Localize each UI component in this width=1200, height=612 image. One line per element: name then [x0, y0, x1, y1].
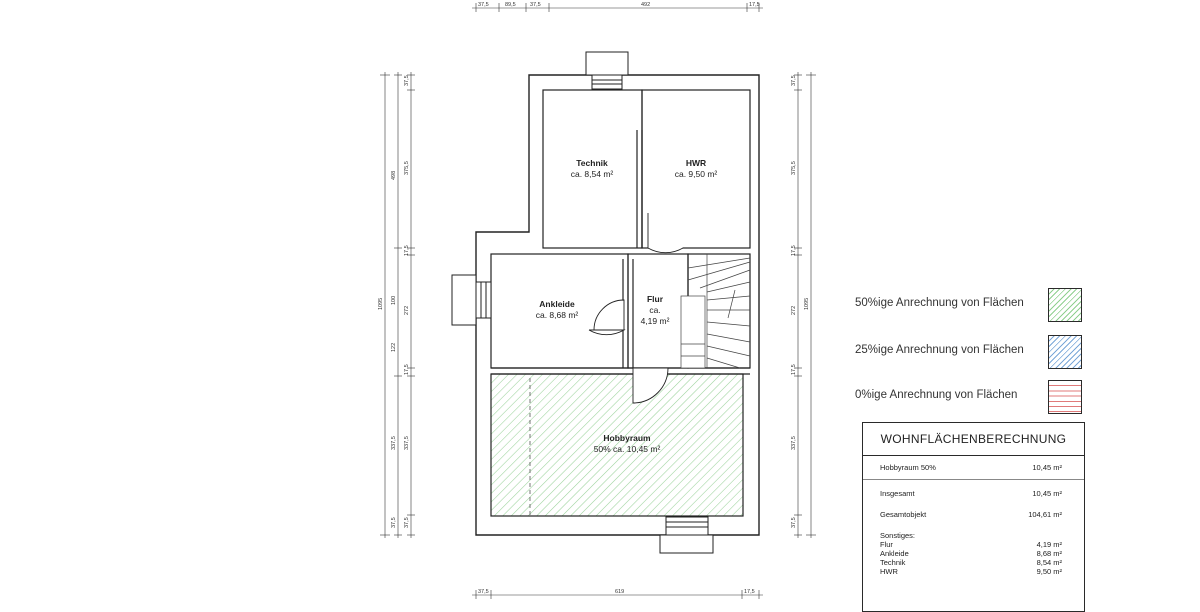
room-name-hwr: HWR: [686, 158, 706, 168]
dim-right-inner-6: 337,5: [791, 436, 797, 450]
dim-left-outer-bottom-1: 337,5: [391, 436, 397, 450]
legend-swatch-0: [1048, 380, 1082, 414]
calc-row-insgesamt: Insgesamt 10,45 m²: [880, 489, 1062, 498]
dim-right-inner-1: 37,5: [791, 75, 797, 86]
floor-plan: 37,5 89,5 37,5 492 17,5 37,5 619 17,5 10…: [378, 2, 816, 599]
calc-label-technik: Technik: [880, 558, 906, 567]
legend-item-25: 25%ige Anrechnung von Flächen: [855, 335, 1085, 369]
calc-label-hwr: HWR: [880, 567, 898, 576]
dimension-chain-top: [472, 3, 763, 12]
dim-left-inner-7: 37,5: [404, 517, 410, 528]
room-area-flur-prefix: ca.: [649, 305, 660, 315]
room-area-ankleide: ca. 8,68 m²: [536, 310, 579, 320]
dim-right-inner-3: 17,5: [791, 245, 797, 256]
calc-value-hwr: 9,50 m²: [1036, 567, 1062, 576]
room-name-flur: Flur: [647, 294, 664, 304]
staircase: [680, 254, 751, 369]
dim-left-mid-2: 122: [391, 343, 397, 352]
dim-left-upper-total: 498: [391, 171, 397, 180]
dimension-chain-left: [380, 72, 415, 538]
dim-left-inner-2: 375,5: [404, 161, 410, 175]
dim-left-outer-bottom-2: 37,5: [391, 517, 397, 528]
dim-top-3: 37,5: [530, 2, 541, 8]
dim-left-total: 1095: [378, 298, 384, 310]
calc-row-ankleide: Ankleide 8,68 m²: [880, 549, 1062, 558]
calc-label-flur: Flur: [880, 540, 893, 549]
dim-top-1: 37,5: [478, 2, 489, 8]
calc-value-technik: 8,54 m²: [1036, 558, 1062, 567]
calc-label-insgesamt: Insgesamt: [880, 489, 915, 498]
window-left: [451, 274, 492, 326]
dim-top-5: 17,5: [749, 2, 760, 8]
calc-divider: [863, 479, 1084, 480]
calculation-title: WOHNFLÄCHENBERECHNUNG: [863, 423, 1084, 456]
room-name-ankleide: Ankleide: [539, 299, 575, 309]
dim-left-inner-1: 37,5: [404, 75, 410, 86]
calc-row-technik: Technik 8,54 m²: [880, 558, 1062, 567]
legend-swatch-50: [1048, 288, 1082, 322]
dim-bottom-1: 37,5: [478, 589, 489, 595]
legend-item-50: 50%ige Anrechnung von Flächen: [855, 288, 1085, 322]
dimension-chain-right: [794, 72, 816, 538]
calc-label-sonstiges: Sonstiges:: [880, 531, 916, 540]
calc-value-gesamtobjekt: 104,61 m²: [1028, 510, 1062, 519]
dimension-chain-bottom: [472, 590, 763, 599]
calc-value-ankleide: 8,68 m²: [1036, 549, 1062, 558]
room-name-technik: Technik: [576, 158, 608, 168]
inner-walls: [491, 130, 750, 375]
living-area-calculation: WOHNFLÄCHENBERECHNUNG Hobbyraum 50% 10,4…: [862, 422, 1085, 612]
dim-right-inner-5: 17,5: [791, 364, 797, 375]
dim-top-2: 89,5: [505, 2, 516, 8]
calc-value-hobbyraum: 10,45 m²: [1032, 463, 1062, 472]
room-name-hobbyraum: Hobbyraum: [603, 433, 651, 443]
legend-item-0: 0%ige Anrechnung von Flächen: [855, 380, 1085, 414]
calc-label-ankleide: Ankleide: [880, 549, 909, 558]
legend-label-25: 25%ige Anrechnung von Flächen: [855, 344, 1024, 356]
dim-bottom-2: 619: [615, 589, 624, 595]
dim-left-mid-1: 100: [391, 296, 397, 305]
legend-swatch-25: [1048, 335, 1082, 369]
dim-right-inner-7: 37,5: [791, 517, 797, 528]
legend-label-0: 0%ige Anrechnung von Flächen: [855, 389, 1018, 401]
calc-sonstiges-heading: Sonstiges:: [880, 531, 1062, 540]
hobbyraum-hatch: [490, 373, 744, 517]
dim-right-inner-2: 375,5: [791, 161, 797, 175]
dim-right-total: 1095: [804, 298, 810, 310]
calc-value-flur: 4,19 m²: [1036, 540, 1062, 549]
calc-row-flur: Flur 4,19 m²: [880, 540, 1062, 549]
dim-left-inner-6: 337,5: [404, 436, 410, 450]
room-area-hobbyraum: 50% ca. 10,45 m²: [594, 444, 661, 454]
calc-row-gesamtobjekt: Gesamtobjekt 104,61 m²: [880, 510, 1062, 519]
dim-left-inner-4: 272: [404, 306, 410, 315]
dim-right-inner-4: 272: [791, 306, 797, 315]
dim-bottom-3: 17,5: [744, 589, 755, 595]
window-top: [585, 51, 629, 90]
room-area-flur: 4,19 m²: [641, 316, 670, 326]
calc-value-insgesamt: 10,45 m²: [1032, 489, 1062, 498]
outer-wall: [475, 74, 760, 536]
dim-left-inner-5: 17,5: [404, 364, 410, 375]
dim-top-4: 492: [641, 2, 650, 8]
calc-label-gesamtobjekt: Gesamtobjekt: [880, 510, 927, 519]
window-bottom: [659, 516, 714, 554]
calc-row-hwr: HWR 9,50 m²: [880, 567, 1062, 576]
room-area-technik: ca. 8,54 m²: [571, 169, 614, 179]
room-area-hwr: ca. 9,50 m²: [675, 169, 718, 179]
calc-label-hobbyraum: Hobbyraum 50%: [880, 463, 936, 472]
dim-left-inner-3: 17,5: [404, 245, 410, 256]
door-swings: [588, 213, 684, 404]
legend-label-50: 50%ige Anrechnung von Flächen: [855, 297, 1024, 309]
calc-row-hobbyraum: Hobbyraum 50% 10,45 m²: [880, 463, 1062, 472]
